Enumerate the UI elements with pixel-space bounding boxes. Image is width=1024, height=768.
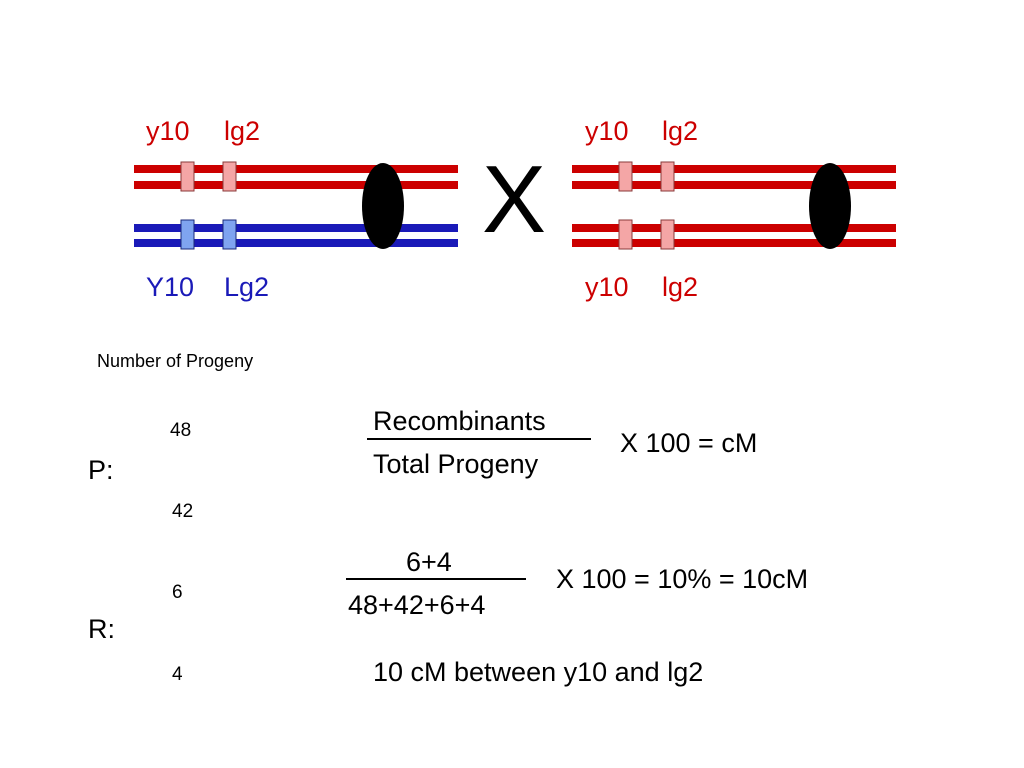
right-centromere — [809, 163, 851, 249]
marker-lg2 — [660, 219, 675, 250]
marker-Y10 — [180, 219, 195, 250]
formula-fraction-line — [367, 438, 591, 440]
right-top-chromosome — [572, 161, 896, 192]
parental-count-2: 42 — [172, 501, 194, 522]
marker-y10 — [180, 161, 195, 192]
label-left-bottom-Y10: Y10 — [146, 272, 195, 302]
left-bottom-chromosome — [134, 219, 458, 250]
label-left-bottom-Lg2: Lg2 — [224, 272, 270, 302]
cross-diagram — [134, 161, 896, 250]
recombinant-label: R: — [88, 614, 115, 644]
label-left-top-y10: y10 — [146, 116, 190, 146]
label-left-top-lg2: lg2 — [224, 116, 261, 146]
calc-fraction-line — [346, 578, 526, 580]
parental-label: P: — [88, 455, 114, 485]
label-right-bottom-lg2: lg2 — [662, 272, 699, 302]
cross-symbol: X — [482, 146, 547, 253]
marker-Lg2 — [222, 219, 237, 250]
label-right-top-y10: y10 — [585, 116, 629, 146]
conclusion-text: 10 cM between y10 and lg2 — [373, 657, 704, 687]
parental-count-1: 48 — [170, 420, 192, 441]
marker-lg2 — [660, 161, 675, 192]
marker-lg2 — [222, 161, 237, 192]
calc-denominator: 48+42+6+4 — [348, 590, 486, 620]
left-centromere — [362, 163, 404, 249]
calc-result: X 100 = 10% = 10cM — [556, 564, 809, 594]
formula-multiplier: X 100 = cM — [620, 428, 758, 458]
calc-numerator: 6+4 — [406, 547, 452, 577]
formula-denominator: Total Progeny — [373, 449, 539, 479]
marker-y10 — [618, 161, 633, 192]
recombinant-count-2: 4 — [172, 664, 183, 685]
recombinant-count-1: 6 — [172, 582, 183, 603]
marker-y10 — [618, 219, 633, 250]
label-right-bottom-y10: y10 — [585, 272, 629, 302]
label-right-top-lg2: lg2 — [662, 116, 699, 146]
progeny-heading: Number of Progeny — [97, 351, 254, 371]
right-bottom-chromosome — [572, 219, 896, 250]
left-top-chromosome — [134, 161, 458, 192]
formula-numerator: Recombinants — [373, 406, 546, 436]
